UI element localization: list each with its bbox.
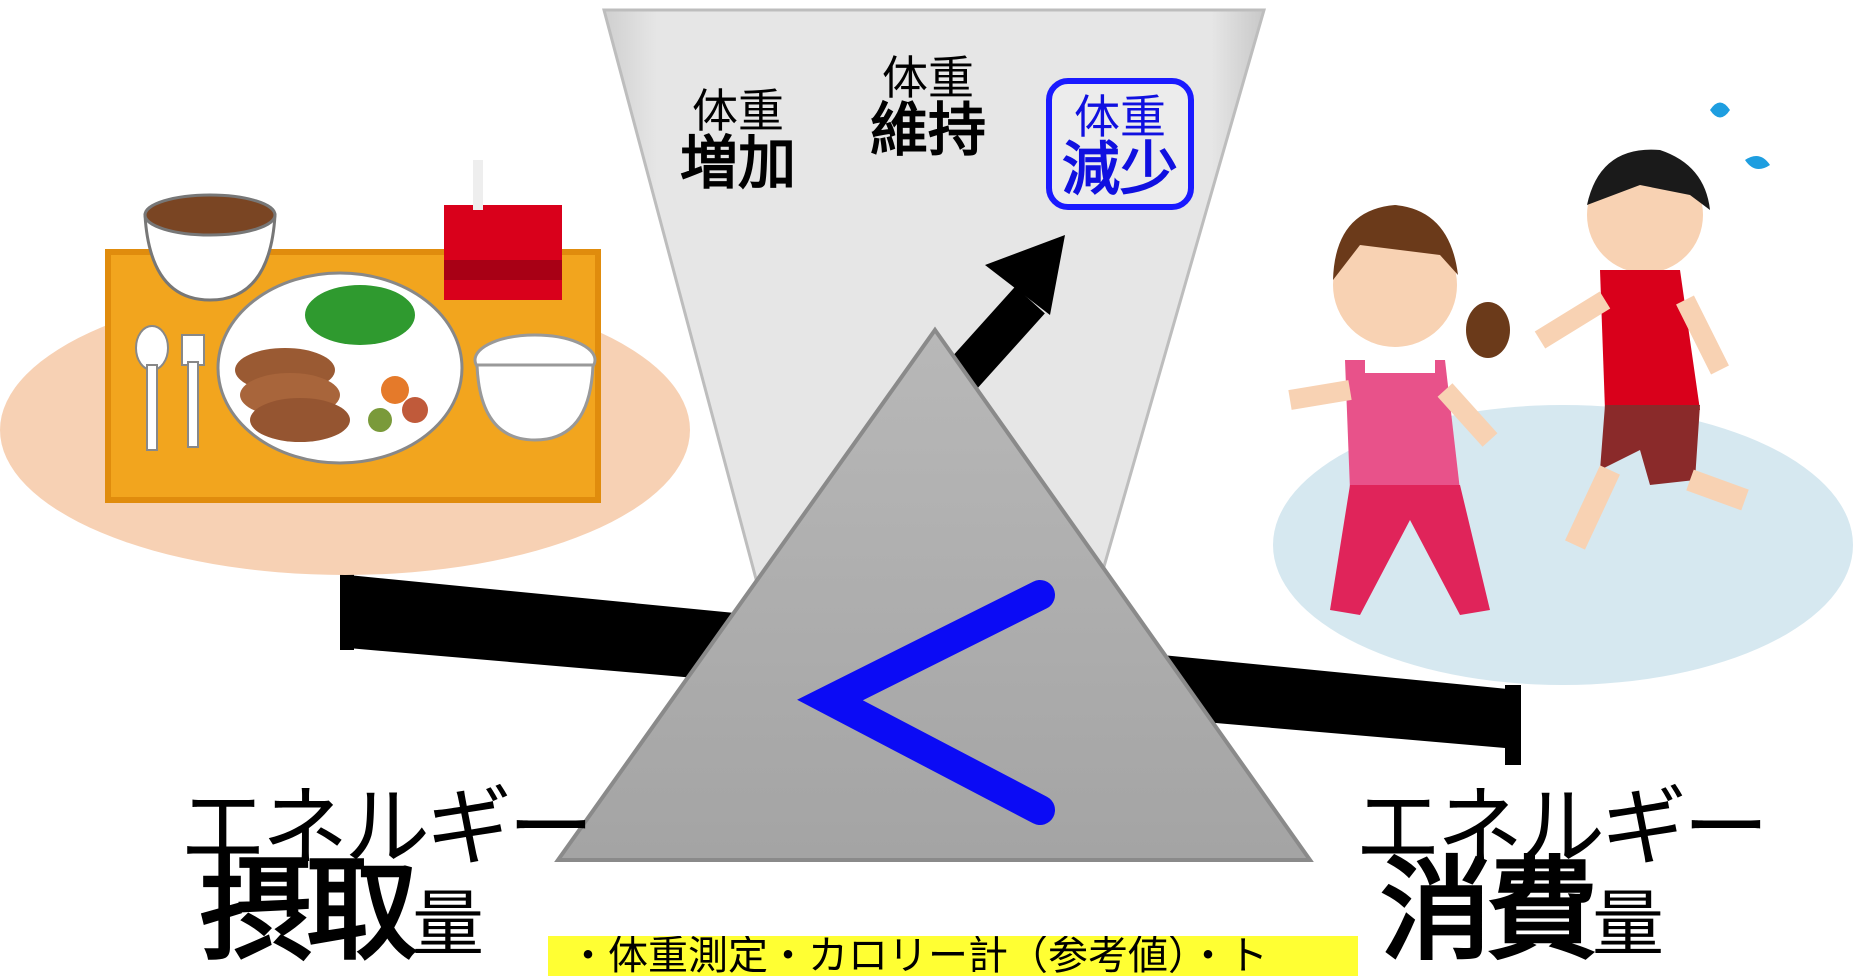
state-weight-maintain: 体重 維持	[870, 55, 986, 159]
state-weight-loss-line1: 体重	[1074, 90, 1166, 144]
intake-label-top: エネルギー	[180, 778, 594, 878]
state-weight-maintain-line2: 維持	[870, 96, 987, 164]
state-weight-maintain-line1: 体重	[882, 51, 974, 105]
lever-right-support	[1505, 685, 1521, 765]
expenditure-label-top: エネルギー	[1355, 778, 1769, 878]
state-weight-gain-line1: 体重	[692, 84, 784, 138]
less-than-symbol	[797, 580, 1055, 825]
state-weight-gain: 体重 増加	[680, 88, 796, 192]
expenditure-label: 消費量	[1380, 855, 1664, 967]
intake-label: 摂取量	[200, 855, 484, 967]
expenditure-label-suffix: 量	[1592, 882, 1665, 966]
state-weight-loss-line2: 減少	[1062, 135, 1179, 203]
footer-note: ・体重測定・カロリー計（参考値）・ト	[548, 936, 1358, 976]
state-weight-gain-line2: 増加	[680, 129, 797, 197]
state-weight-loss-highlight: 体重 減少	[1046, 78, 1195, 210]
expenditure-label-main: 消費	[1380, 846, 1598, 976]
meal-tray-illustration	[0, 160, 690, 575]
runners-illustration	[1273, 102, 1853, 685]
fulcrum-triangle	[554, 326, 1314, 862]
lever-left-support	[340, 570, 354, 650]
intake-label-suffix: 量	[412, 882, 485, 966]
intake-label-main: 摂取	[200, 846, 418, 976]
